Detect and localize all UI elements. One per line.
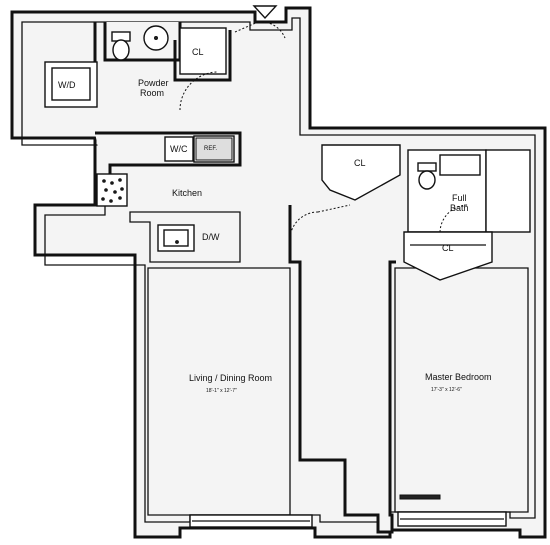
label-cl-bedroom: CL [354, 158, 366, 168]
kitchen-lower-wall [129, 211, 241, 263]
label-powder-line1: Powder [138, 78, 169, 88]
bath-toilet-tank [417, 162, 437, 172]
label-living-room: Living / Dining Room [189, 373, 272, 383]
powder-sink-drain [154, 36, 158, 40]
entry-door-marker-icon [252, 5, 278, 20]
powder-toilet-bowl [112, 39, 130, 61]
living-door-swing [289, 211, 319, 239]
refrigerator [193, 135, 235, 163]
label-living-dims: 18'-1" x 12'-7" [206, 388, 237, 394]
bedroom-wall [394, 267, 529, 513]
bath-door-swing [439, 204, 469, 233]
label-bedroom-dims: 17'-3" x 12'-6" [431, 387, 462, 393]
stove-stipple [101, 178, 124, 203]
powder-door-swing [179, 71, 219, 111]
label-wc: W/C [170, 144, 188, 154]
bath-vanity [439, 154, 481, 176]
spine-wall [288, 205, 396, 534]
wc-cabinet [164, 136, 194, 162]
wd-unit [51, 67, 91, 101]
label-wd: W/D [58, 80, 76, 90]
refrigerator-panel [195, 137, 233, 161]
bedroom-door-swing [317, 204, 351, 213]
label-cl-master: CL [442, 243, 454, 253]
bath-toilet-bowl [418, 170, 436, 190]
label-dw: D/W [202, 232, 220, 242]
bedroom-radiator [399, 494, 441, 500]
label-full-bath-line2: Bath [450, 203, 469, 213]
label-master-bedroom: Master Bedroom [425, 372, 492, 382]
entry-closet [179, 27, 227, 75]
label-full-bath-line1: Full [452, 193, 467, 203]
label-cl-entry: CL [192, 47, 204, 57]
kitchen-sink-basin [163, 229, 189, 247]
label-kitchen: Kitchen [172, 188, 202, 198]
master-closet [403, 231, 493, 281]
label-ref: REF. [204, 146, 217, 152]
entry-door-swing [234, 21, 286, 39]
bedroom-closet [321, 144, 401, 201]
bathtub [485, 149, 531, 233]
label-powder-line2: Room [140, 88, 164, 98]
kitchen-sink-drain [175, 240, 179, 244]
